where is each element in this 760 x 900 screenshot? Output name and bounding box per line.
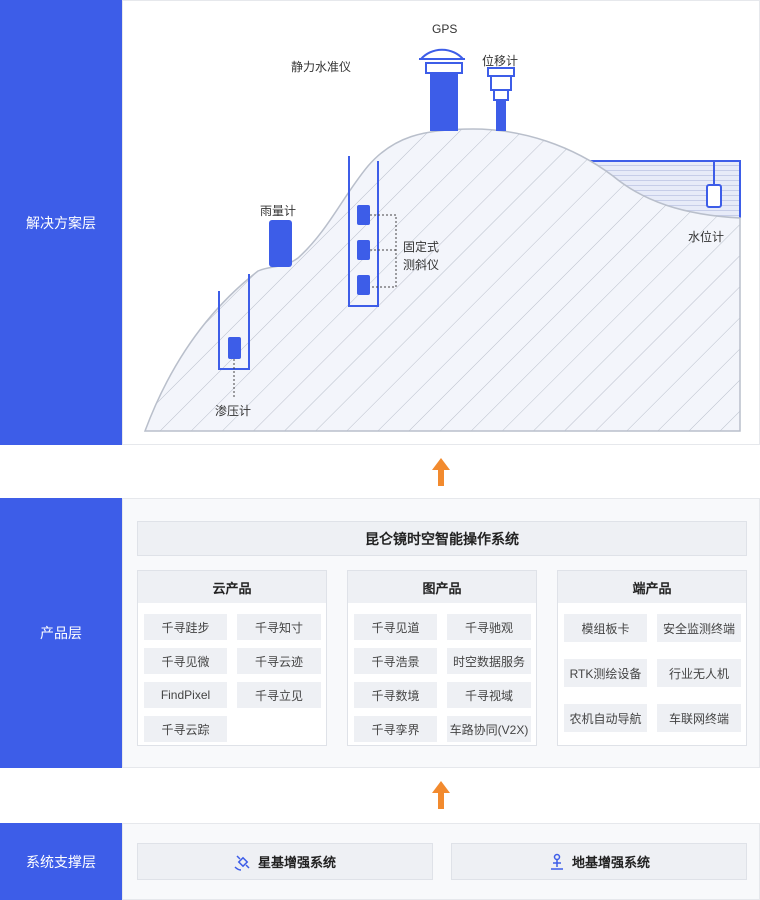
product-item[interactable]: 模组板卡 [564, 614, 647, 642]
label-displacement-meter: 位移计 [482, 54, 519, 68]
solution-layer: 解决方案层 [0, 0, 760, 445]
product-layer: 产品层 昆仑镜时空智能操作系统 云产品 千寻跬步 千寻知寸 千寻见微 千寻云迹 … [0, 498, 760, 768]
label-water-level-gauge: 水位计 [688, 230, 725, 244]
layer-label-support: 系统支撑层 [0, 823, 122, 900]
ground-augmentation-system[interactable]: 地基增强系统 [451, 843, 747, 880]
system-name: 地基增强系统 [571, 855, 650, 870]
group-title: 端产品 [558, 571, 746, 603]
product-group-cloud: 云产品 千寻跬步 千寻知寸 千寻见微 千寻云迹 FindPixel 千寻立见 千… [137, 570, 327, 746]
support-panel: 星基增强系统 地基增强系统 [122, 823, 760, 900]
up-arrow-icon [432, 458, 450, 486]
product-item[interactable]: 千寻驰观 [447, 614, 531, 640]
rain-gauge [269, 220, 292, 267]
product-item[interactable]: FindPixel [144, 682, 227, 708]
label-inclinometer-line1: 固定式 [403, 240, 440, 254]
product-item[interactable]: 千寻知寸 [237, 614, 321, 640]
hill [143, 128, 741, 432]
product-panel: 昆仑镜时空智能操作系统 云产品 千寻跬步 千寻知寸 千寻见微 千寻云迹 Find… [122, 498, 760, 768]
water-level-gauge [706, 161, 722, 208]
product-item[interactable]: 农机自动导航 [564, 704, 647, 732]
product-item[interactable]: 安全监测终端 [657, 614, 741, 642]
ground-station-icon [550, 853, 563, 870]
product-item[interactable]: 千寻见道 [354, 614, 437, 640]
product-item[interactable]: 车联网终端 [657, 704, 741, 732]
product-item[interactable]: 千寻云迹 [237, 648, 321, 674]
product-item[interactable]: 千寻视域 [447, 682, 531, 708]
displacement-meter [487, 67, 515, 131]
solution-diagram-panel: GPS 静力水准仪 位移计 雨量计 固定式 测斜仪 水位计 渗压计 [122, 0, 760, 445]
product-item[interactable]: 千寻云踪 [144, 716, 227, 742]
layer-label-solution: 解决方案层 [0, 0, 122, 445]
satellite-icon [234, 854, 250, 871]
water-tank-outline [584, 160, 741, 218]
product-item[interactable]: 千寻见微 [144, 648, 227, 674]
product-item[interactable]: 千寻跬步 [144, 614, 227, 640]
support-layer: 系统支撑层 星基增强系统 地基增强系统 [0, 823, 760, 900]
satellite-augmentation-system[interactable]: 星基增强系统 [137, 843, 433, 880]
fixed-inclinometer [348, 156, 397, 307]
product-item[interactable]: 千寻立见 [237, 682, 321, 708]
label-gps: GPS [432, 22, 458, 36]
up-arrow-icon [432, 781, 450, 809]
product-item[interactable]: 行业无人机 [657, 659, 741, 687]
product-item[interactable]: 车路协同(V2X) [447, 716, 531, 742]
gps-receiver [418, 48, 466, 131]
product-item[interactable]: RTK测绘设备 [564, 659, 647, 687]
product-group-device: 端产品 模组板卡 安全监测终端 RTK测绘设备 行业无人机 农机自动导航 车联网… [557, 570, 747, 746]
label-inclinometer-line2: 测斜仪 [403, 258, 440, 272]
slope-monitoring-diagram [143, 48, 741, 432]
label-piezometer: 渗压计 [215, 404, 252, 418]
group-title: 云产品 [138, 571, 326, 603]
piezometer [218, 274, 250, 397]
product-item[interactable]: 千寻浩景 [354, 648, 437, 674]
product-item[interactable]: 千寻孪界 [354, 716, 437, 742]
os-title-bar: 昆仑镜时空智能操作系统 [137, 521, 747, 556]
label-rain-gauge: 雨量计 [260, 204, 297, 218]
system-name: 星基增强系统 [257, 855, 336, 870]
product-item[interactable]: 时空数据服务 [447, 648, 531, 674]
label-static-level: 静力水准仪 [291, 60, 352, 74]
layer-label-product: 产品层 [0, 498, 122, 768]
product-item[interactable]: 千寻数境 [354, 682, 437, 708]
product-group-map: 图产品 千寻见道 千寻驰观 千寻浩景 时空数据服务 千寻数境 千寻视域 千寻孪界… [347, 570, 537, 746]
water-body [584, 161, 740, 218]
group-title: 图产品 [348, 571, 536, 603]
